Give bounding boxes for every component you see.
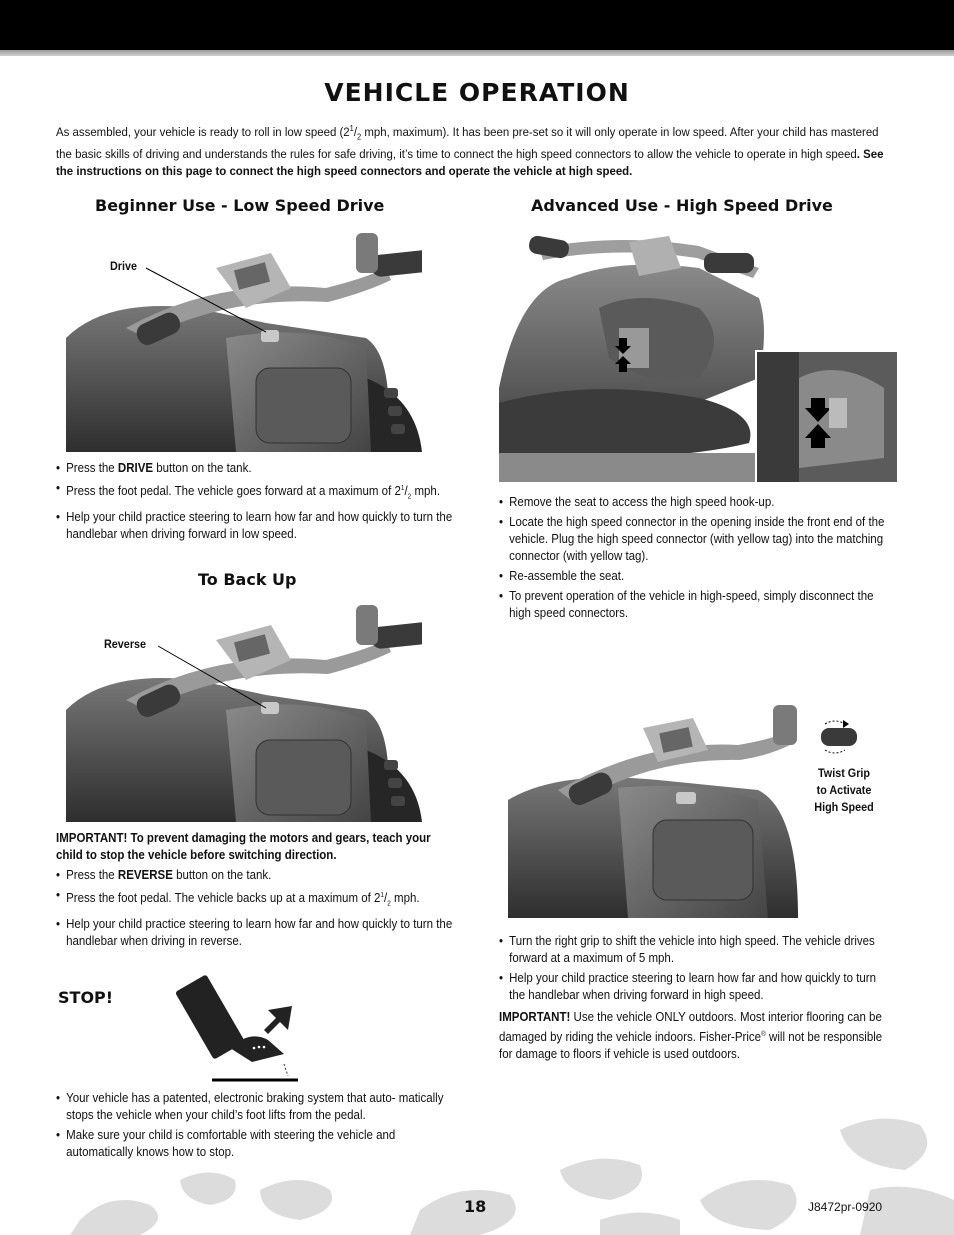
twist-grip-photo	[498, 700, 840, 918]
low-speed-bullets: Press the DRIVE button on the tank. Pres…	[56, 460, 456, 546]
high-speed-heading: Advanced Use - High Speed Drive	[531, 196, 833, 215]
high-speed-important: IMPORTANT! Use the vehicle ONLY outdoors…	[499, 1010, 883, 1062]
list-item: Press the foot pedal. The vehicle goes f…	[56, 480, 456, 506]
atv-drive-illustration	[66, 233, 422, 452]
twist-grip-icon	[821, 720, 857, 754]
list-item: Remove the seat to access the high speed…	[499, 494, 895, 511]
reverse-photo	[66, 600, 422, 822]
low-speed-heading: Beginner Use - Low Speed Drive	[95, 196, 385, 215]
camo-footer-decoration	[70, 1118, 954, 1235]
high-speed-bullets: Remove the seat to access the high speed…	[499, 494, 895, 625]
list-item: Re-assemble the seat.	[499, 568, 895, 585]
atv-reverse-illustration	[66, 605, 422, 822]
drive-callout: Drive	[110, 259, 138, 273]
list-item: Press the DRIVE button on the tank.	[56, 460, 456, 477]
list-item: Help your child practice steering to lea…	[499, 970, 895, 1004]
list-item: Help your child practice steering to lea…	[56, 509, 456, 543]
page-number: 18	[464, 1197, 487, 1216]
foot-pedal-icon	[176, 975, 298, 1082]
connector-illustration	[499, 235, 897, 482]
header-bar	[0, 0, 954, 50]
twist-grip-bullets: Turn the right grip to shift the vehicle…	[499, 933, 895, 1007]
list-item: Press the foot pedal. The vehicle backs …	[56, 887, 456, 913]
low-speed-drive-photo	[66, 228, 422, 452]
list-item: Your vehicle has a patented, electronic …	[56, 1090, 456, 1124]
document-code: J8472pr-0920	[808, 1200, 883, 1214]
reverse-callout: Reverse	[104, 637, 147, 651]
list-item: Make sure your child is comfortable with…	[56, 1127, 456, 1161]
list-item: Press the REVERSE button on the tank.	[56, 867, 456, 884]
page-title: VEHICLE OPERATION	[324, 78, 630, 107]
list-item: To prevent operation of the vehicle in h…	[499, 588, 895, 622]
twist-grip-callout: Twist Grip to Activate High Speed	[814, 766, 874, 814]
back-up-heading: To Back Up	[198, 570, 297, 589]
back-up-bullets: Press the REVERSE button on the tank. Pr…	[56, 867, 456, 953]
intro-paragraph: As assembled, your vehicle is ready to r…	[56, 124, 884, 178]
stop-bullets: Your vehicle has a patented, electronic …	[56, 1090, 456, 1164]
list-item: Help your child practice steering to lea…	[56, 916, 456, 950]
list-item: Turn the right grip to shift the vehicle…	[499, 933, 895, 967]
stop-heading: STOP!	[58, 988, 114, 1007]
header-bar-stripe	[0, 50, 954, 56]
high-speed-connector-photo	[499, 228, 897, 482]
atv-twist-grip-illustration	[508, 705, 798, 918]
back-up-important: IMPORTANT! To prevent damaging the motor…	[56, 831, 431, 862]
list-item: Locate the high speed connector in the o…	[499, 514, 895, 565]
